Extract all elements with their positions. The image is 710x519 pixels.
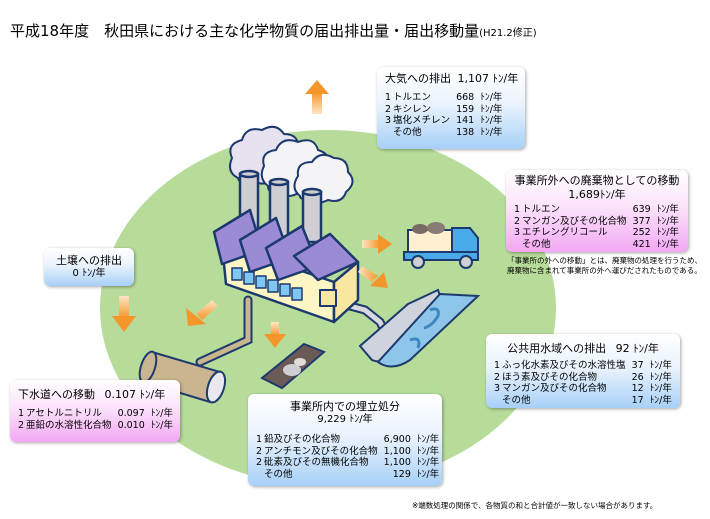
water-heading: 公共用水域への排出 bbox=[507, 342, 607, 355]
sewer-heading: 下水道への移動 bbox=[18, 388, 95, 401]
factory-icon bbox=[212, 208, 360, 324]
soil-emission-box: 土壌への排出 0 ﾄﾝ/年 bbox=[44, 248, 134, 286]
arrow-right-water-icon bbox=[358, 266, 388, 288]
offsite-caption: 「事業所の外への移動」とは、廃棄物の処理を行うため、 廃棄物に含まれて事業所の外… bbox=[507, 256, 702, 275]
air-heading: 大気への排出 bbox=[385, 72, 451, 85]
title-note: (H21.2修正) bbox=[479, 28, 537, 39]
arrow-down-left-sewer-icon bbox=[186, 300, 218, 326]
sewer-total: 0.107 ﾄﾝ/年 bbox=[104, 388, 166, 401]
soil-total: 0 ﾄﾝ/年 bbox=[72, 268, 106, 279]
offsite-heading: 事業所外への廃棄物としての移動 bbox=[514, 174, 680, 187]
page-title: 平成18年度 秋田県における主な化学物質の届出排出量・届出移動量(H21.2修正… bbox=[10, 20, 537, 41]
landfill-heading: 事業所内での埋立処分 bbox=[290, 400, 400, 413]
offsite-total: 1,689ﾄﾝ/年 bbox=[568, 188, 626, 201]
soil-heading: 土壌への排出 bbox=[56, 254, 122, 267]
footnote: ※端数処理の関係で、各物質の和と合計値が一致しない場合があります。 bbox=[412, 501, 658, 510]
arrow-up-icon bbox=[305, 80, 329, 114]
arrow-down-soil-icon bbox=[112, 296, 136, 332]
arrow-down-landfill-icon bbox=[264, 322, 286, 348]
landfill-total: 9,229 ﾄﾝ/年 bbox=[317, 414, 373, 425]
title-main: 平成18年度 秋田県における主な化学物質の届出排出量・届出移動量 bbox=[10, 22, 480, 40]
sewer-pipe-icon bbox=[138, 350, 227, 404]
truck-icon bbox=[403, 222, 479, 269]
arrow-right-truck-icon bbox=[362, 234, 392, 254]
landfill-pit-icon bbox=[260, 342, 326, 390]
air-total: 1,107 ﾄﾝ/年 bbox=[457, 72, 519, 85]
water-channel-icon bbox=[358, 288, 481, 368]
water-total: 92 ﾄﾝ/年 bbox=[615, 342, 659, 355]
